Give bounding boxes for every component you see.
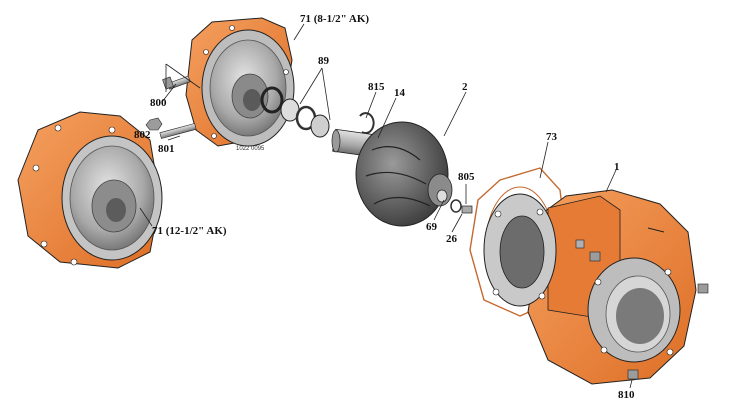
label-810: 810 — [618, 389, 635, 401]
label-26: 26 — [446, 233, 457, 245]
impeller-bolt-805 — [461, 205, 473, 214]
label-805: 805 — [458, 171, 475, 183]
label-815: 815 — [368, 81, 385, 93]
impeller-2 — [355, 121, 453, 227]
label-71-upper: 71 (8-1/2" AK) — [300, 13, 370, 25]
label-802: 802 — [134, 129, 151, 141]
stud-801 — [159, 123, 197, 139]
label-89: 89 — [318, 55, 329, 67]
label-69: 69 — [426, 221, 437, 233]
leader-lines — [139, 23, 633, 389]
drawing-code: 1022 0095 — [236, 146, 265, 152]
nut-810 — [575, 239, 709, 380]
retaining-ring-815 — [359, 112, 375, 135]
adapter-8-5-in — [185, 17, 295, 147]
casing-1 — [483, 189, 697, 385]
label-800: 800 — [150, 97, 167, 109]
label-801: 801 — [158, 143, 175, 155]
label-14: 14 — [394, 87, 405, 99]
adapter-12-5-in — [17, 111, 163, 269]
label-1: 1 — [614, 161, 620, 173]
label-71-lower: 71 (12-1/2" AK) — [152, 225, 227, 237]
label-2: 2 — [462, 81, 468, 93]
mechanical-seal-89 — [260, 86, 330, 138]
impeller-washer-69 — [450, 199, 462, 213]
label-73: 73 — [546, 131, 557, 143]
nut-802 — [145, 117, 163, 131]
